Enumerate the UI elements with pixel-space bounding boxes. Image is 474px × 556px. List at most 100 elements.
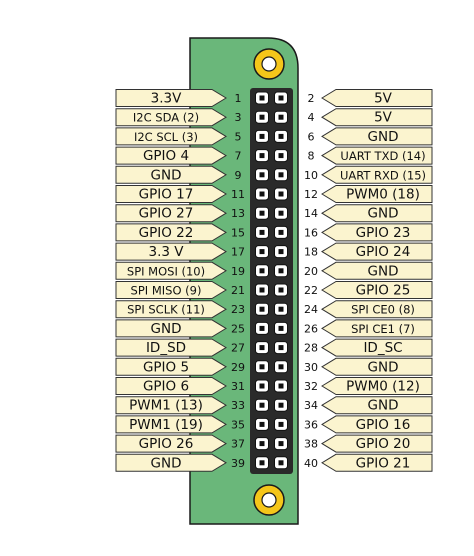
pin-label-box-left [115,223,227,242]
pin-core [278,249,284,255]
pin-number-left: 1 [235,92,242,105]
pin-label-left: GPIO 6 [143,379,189,395]
pin-label-right: PWM0 (18) [346,187,420,203]
pin-label-right: GND [368,398,399,414]
pin-label-right: GND [368,206,399,222]
pin-core [278,325,284,331]
pin-core [278,172,284,178]
pin-core [259,229,265,235]
pin-number-right: 28 [304,342,318,355]
pin-label-left: SPI MISO (9) [131,284,202,298]
pin-label-box-right [321,453,433,472]
pin-core [259,172,265,178]
pin-core [278,95,284,101]
pin-label-box-left [115,338,227,357]
pin-core [259,306,265,312]
pin-core [259,210,265,216]
pin-core [259,249,265,255]
pin-core [259,345,265,351]
pin-label-right: UART RXD (15) [340,168,426,182]
pin-number-left: 3 [235,111,242,124]
pin-label-box-right [321,396,433,415]
pin-number-left: 33 [231,399,245,412]
mounting-hole-bottom-inner [261,492,277,508]
pin-label-right: GPIO 20 [356,436,411,452]
pin-label-box-left [115,281,227,299]
pin-number-right: 14 [304,207,318,220]
pin-label-left: I2C SCL (3) [134,130,198,144]
pin-number-right: 32 [304,380,318,393]
pin-core [259,191,265,197]
pin-header [250,88,293,474]
pin-core [278,229,284,235]
pin-number-right: 36 [304,418,318,431]
pin-label-box-left [115,108,227,127]
pin-number-right: 40 [304,457,318,470]
pin-label-box-left [115,146,227,165]
pin-core [259,114,265,120]
pin-label-left: GND [151,455,182,471]
pin-label-box-left [115,261,227,280]
pin-label-left: GPIO 22 [139,225,194,241]
pin-core [278,191,284,197]
pin-label-box-left [115,434,227,453]
pin-label-right: SPI CE1 (7) [351,322,415,336]
pin-label-box-right [321,89,433,107]
pin-label-right: GPIO 24 [356,244,411,260]
pin-core [278,460,284,466]
pin-label-box-right [321,415,433,434]
pin-label-box-right [321,261,433,280]
pin-label-box-right [321,377,433,395]
pin-label-left: GND [151,167,182,183]
pin-label-right: 5V [374,91,393,107]
pin-number-right: 4 [308,111,315,124]
pin-label-left: GPIO 27 [139,206,194,222]
pin-core [259,133,265,139]
pin-label-box-right [321,146,433,165]
pin-number-right: 10 [304,169,318,182]
pin-label-right: GPIO 16 [356,417,411,433]
pin-label-box-right [321,165,433,184]
pin-core [278,287,284,293]
pin-label-left: GPIO 5 [143,359,189,375]
pin-core [278,441,284,447]
pin-number-right: 12 [304,188,318,201]
pin-core [259,364,265,370]
pin-core [259,268,265,274]
pin-label-box-right [321,434,433,453]
pin-number-left: 31 [231,380,245,393]
pin-number-left: 15 [231,226,245,239]
pin-core [259,287,265,293]
pin-number-left: 23 [231,303,245,316]
pin-core [278,345,284,351]
pin-core [278,268,284,274]
pin-number-left: 37 [231,438,245,451]
pin-label-box-right [321,319,433,338]
pin-core [259,421,265,427]
pin-core [259,441,265,447]
pin-label-box-left [115,165,227,184]
pin-label-right: GPIO 25 [356,283,411,299]
pin-label-left: ID_SD [146,340,186,356]
pin-label-box-left [115,453,227,472]
pin-number-left: 39 [231,457,245,470]
pin-number-right: 6 [308,130,315,143]
pin-label-box-right [321,127,433,146]
pin-label-left: GPIO 4 [143,148,189,164]
pin-core [259,325,265,331]
pin-label-left: SPI MOSI (10) [127,264,205,278]
pin-number-left: 11 [231,188,245,201]
pin-core [278,383,284,389]
pin-label-right: PWM0 (12) [346,379,420,395]
pin-label-box-right [321,357,433,376]
pin-label-right: UART TXD (14) [340,149,425,163]
pin-number-left: 7 [235,150,242,163]
pin-number-left: 19 [231,265,245,278]
pin-number-right: 8 [308,150,315,163]
pin-core [278,114,284,120]
pin-number-right: 38 [304,438,318,451]
pin-label-box-right [321,185,433,203]
pin-number-right: 16 [304,226,318,239]
